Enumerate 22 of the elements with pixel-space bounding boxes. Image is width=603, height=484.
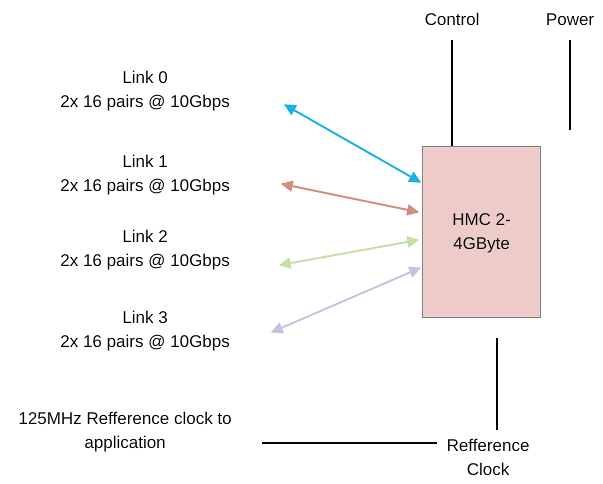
connector-line [451, 40, 453, 146]
arrow [270, 266, 422, 334]
arrow [280, 180, 420, 216]
link-label: Link 0 [122, 67, 168, 89]
link-label: Refference Clock [446, 435, 530, 481]
link-label: 2x 16 pairs @ 10Gbps [60, 331, 230, 353]
link-label: Link 3 [122, 307, 168, 329]
arrow [278, 236, 420, 269]
link-label: Control [424, 9, 480, 31]
link-label: 125MHz Refference clock to application [17, 408, 233, 454]
link-label: 2x 16 pairs @ 10Gbps [60, 250, 230, 272]
link-label: 2x 16 pairs @ 10Gbps [60, 175, 230, 197]
link-label: Link 2 [122, 226, 168, 248]
connector-line [569, 40, 571, 130]
box-label: HMC 2-4GByte [451, 209, 512, 255]
link-label: 2x 16 pairs @ 10Gbps [60, 91, 230, 113]
connector-line [262, 442, 437, 444]
connector-line [496, 338, 498, 430]
link-label: Power [546, 9, 594, 31]
arrow [284, 104, 422, 183]
link-label: Link 1 [122, 151, 168, 173]
memory-box [422, 146, 541, 318]
